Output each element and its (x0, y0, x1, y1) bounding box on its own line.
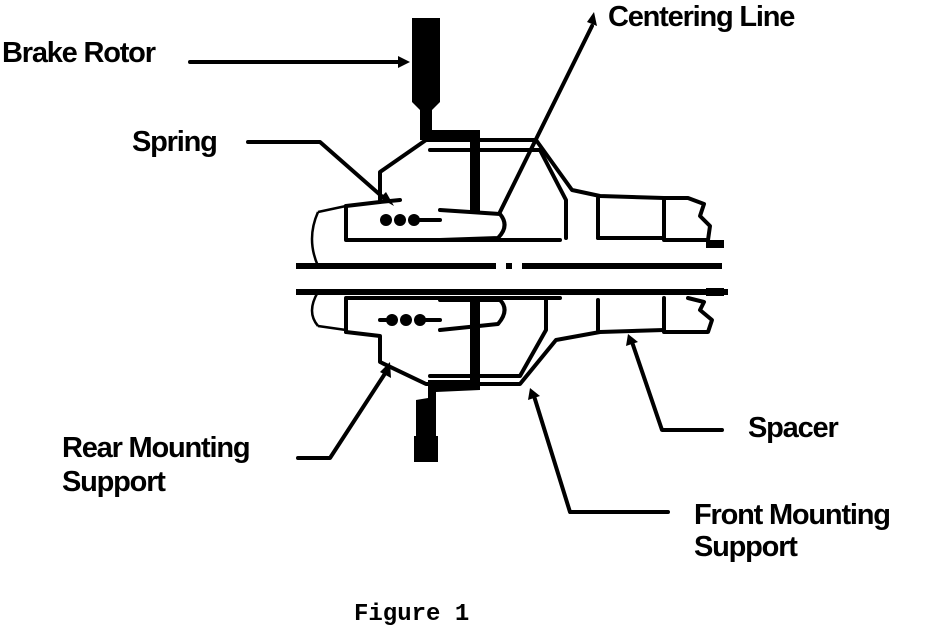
upper-assembly (344, 138, 724, 248)
arrowhead-brake-rotor (398, 56, 410, 68)
brake-rotor (412, 18, 480, 462)
arrowhead-centering-line (587, 12, 597, 26)
label-rear-mounting-support-line2: Support (62, 466, 166, 498)
arrowhead-front-mounting-support (528, 388, 540, 400)
arrowhead-spring (380, 192, 394, 206)
label-brake-rotor: Brake Rotor (2, 37, 156, 69)
label-spring: Spring (132, 126, 217, 158)
label-spacer: Spacer (748, 412, 838, 444)
lower-assembly (344, 288, 724, 386)
label-front-mounting-support-line1: Front Mounting (694, 499, 890, 531)
shaft (296, 204, 728, 332)
spring-upper (380, 214, 442, 226)
label-rear-mounting-support-line1: Rear Mounting (62, 432, 249, 464)
leader-lines (188, 12, 724, 514)
figure-caption: Figure 1 (354, 601, 469, 626)
arrowhead-spacer (626, 334, 638, 346)
label-front-mounting-support-line2: Support (694, 531, 798, 563)
arrowhead-rear-mounting-support (380, 362, 391, 378)
spring-lower (378, 314, 442, 326)
label-centering-line: Centering Line (608, 1, 795, 33)
